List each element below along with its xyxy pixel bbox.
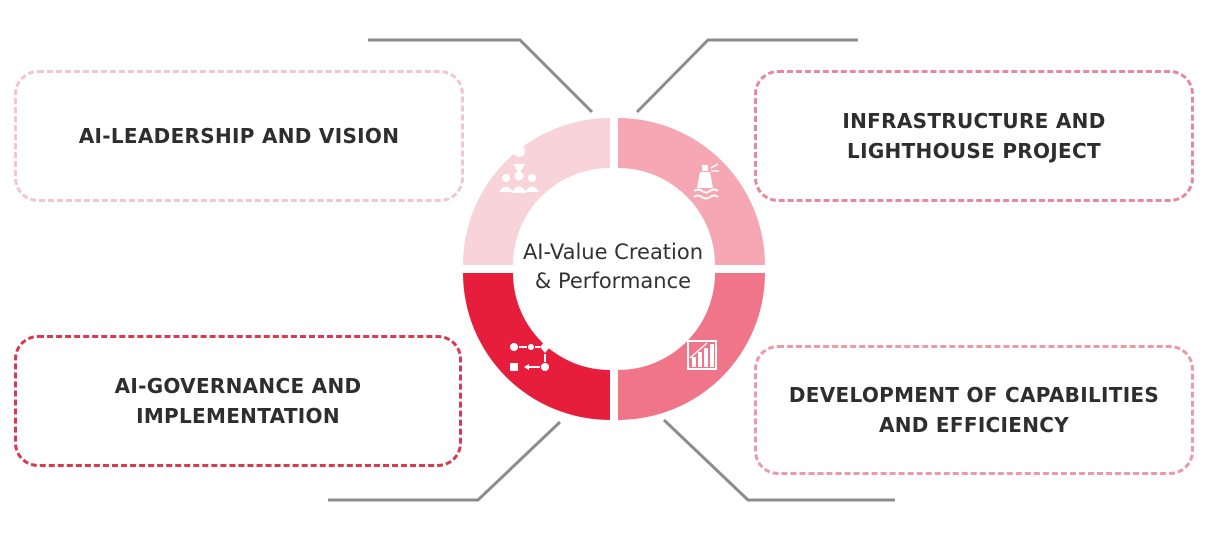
infrastructure-lighthouse-box: INFRASTRUCTURE AND LIGHTHOUSE PROJECT	[754, 70, 1194, 202]
connector-top-left	[368, 38, 594, 114]
leadership-vision-box: AI-LEADERSHIP AND VISION	[14, 70, 464, 202]
connector-bottom-right	[662, 418, 895, 502]
capabilities-efficiency-box: DEVELOPMENT OF CAPABILITIES AND EFFICIEN…	[754, 345, 1194, 475]
lighthouse-icon	[693, 163, 719, 200]
ring-segment-capabilities	[618, 273, 765, 420]
connector-bottom-left	[328, 420, 562, 502]
bar-chart-icon	[687, 340, 717, 370]
capabilities-efficiency-label: DEVELOPMENT OF CAPABILITIES AND EFFICIEN…	[788, 383, 1160, 437]
infrastructure-lighthouse-label: INFRASTRUCTURE AND LIGHTHOUSE PROJECT	[842, 109, 1106, 163]
people-location-icon	[499, 145, 539, 193]
center-label: AI-Value Creation & Performance	[522, 240, 704, 293]
governance-implementation-label: AI-GOVERNANCE AND IMPLEMENTATION	[114, 374, 362, 428]
connector-top-right	[635, 38, 858, 114]
governance-implementation-box: AI-GOVERNANCE AND IMPLEMENTATION	[14, 335, 462, 467]
leadership-vision-label: AI-LEADERSHIP AND VISION	[78, 124, 400, 148]
ring-segment-infrastructure	[618, 118, 765, 265]
workflow-icon	[510, 341, 550, 371]
